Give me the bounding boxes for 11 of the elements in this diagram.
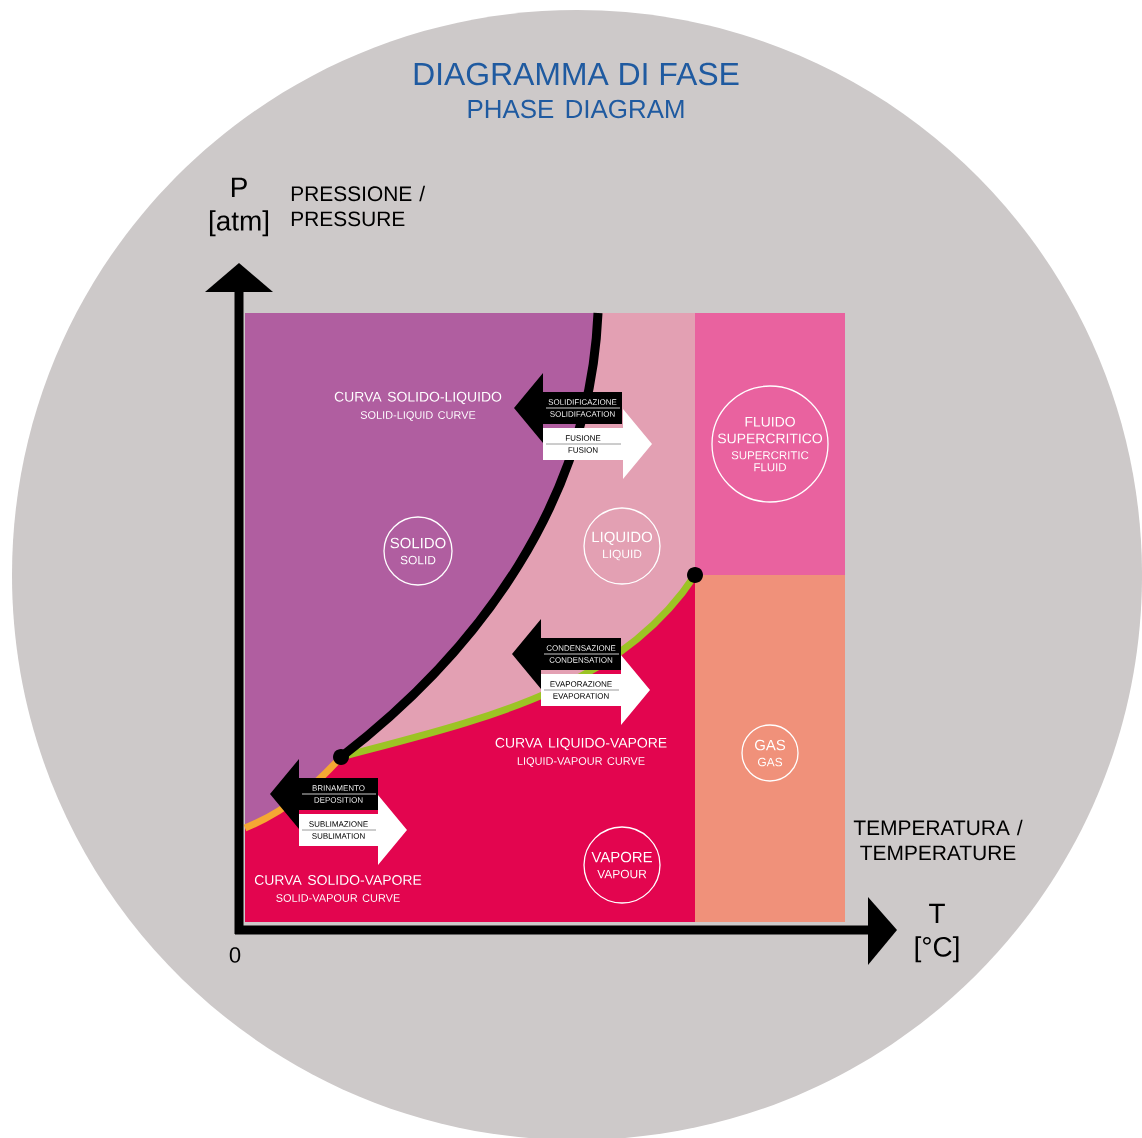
curve-label: CURVA SOLIDO-LIQUIDO bbox=[334, 391, 502, 405]
curve-label: SOLID-VAPOUR CURVE bbox=[276, 894, 400, 902]
axis-origin-label: 0 bbox=[229, 947, 241, 963]
title: DIAGRAMMA DI FASE bbox=[414, 62, 739, 86]
axis-label: TEMPERATURA / TEMPERATURE bbox=[853, 819, 1023, 861]
axis-label: T [°C] bbox=[915, 903, 959, 963]
axis-label: PRESSIONE / PRESSURE bbox=[291, 185, 426, 227]
axis-label: P [atm] bbox=[210, 177, 268, 237]
curve-label: LIQUID-VAPOUR CURVE bbox=[517, 757, 645, 767]
curve-label: SOLID-LIQUID CURVE bbox=[360, 411, 476, 421]
subtitle: PHASE DIAGRAM bbox=[468, 99, 684, 119]
